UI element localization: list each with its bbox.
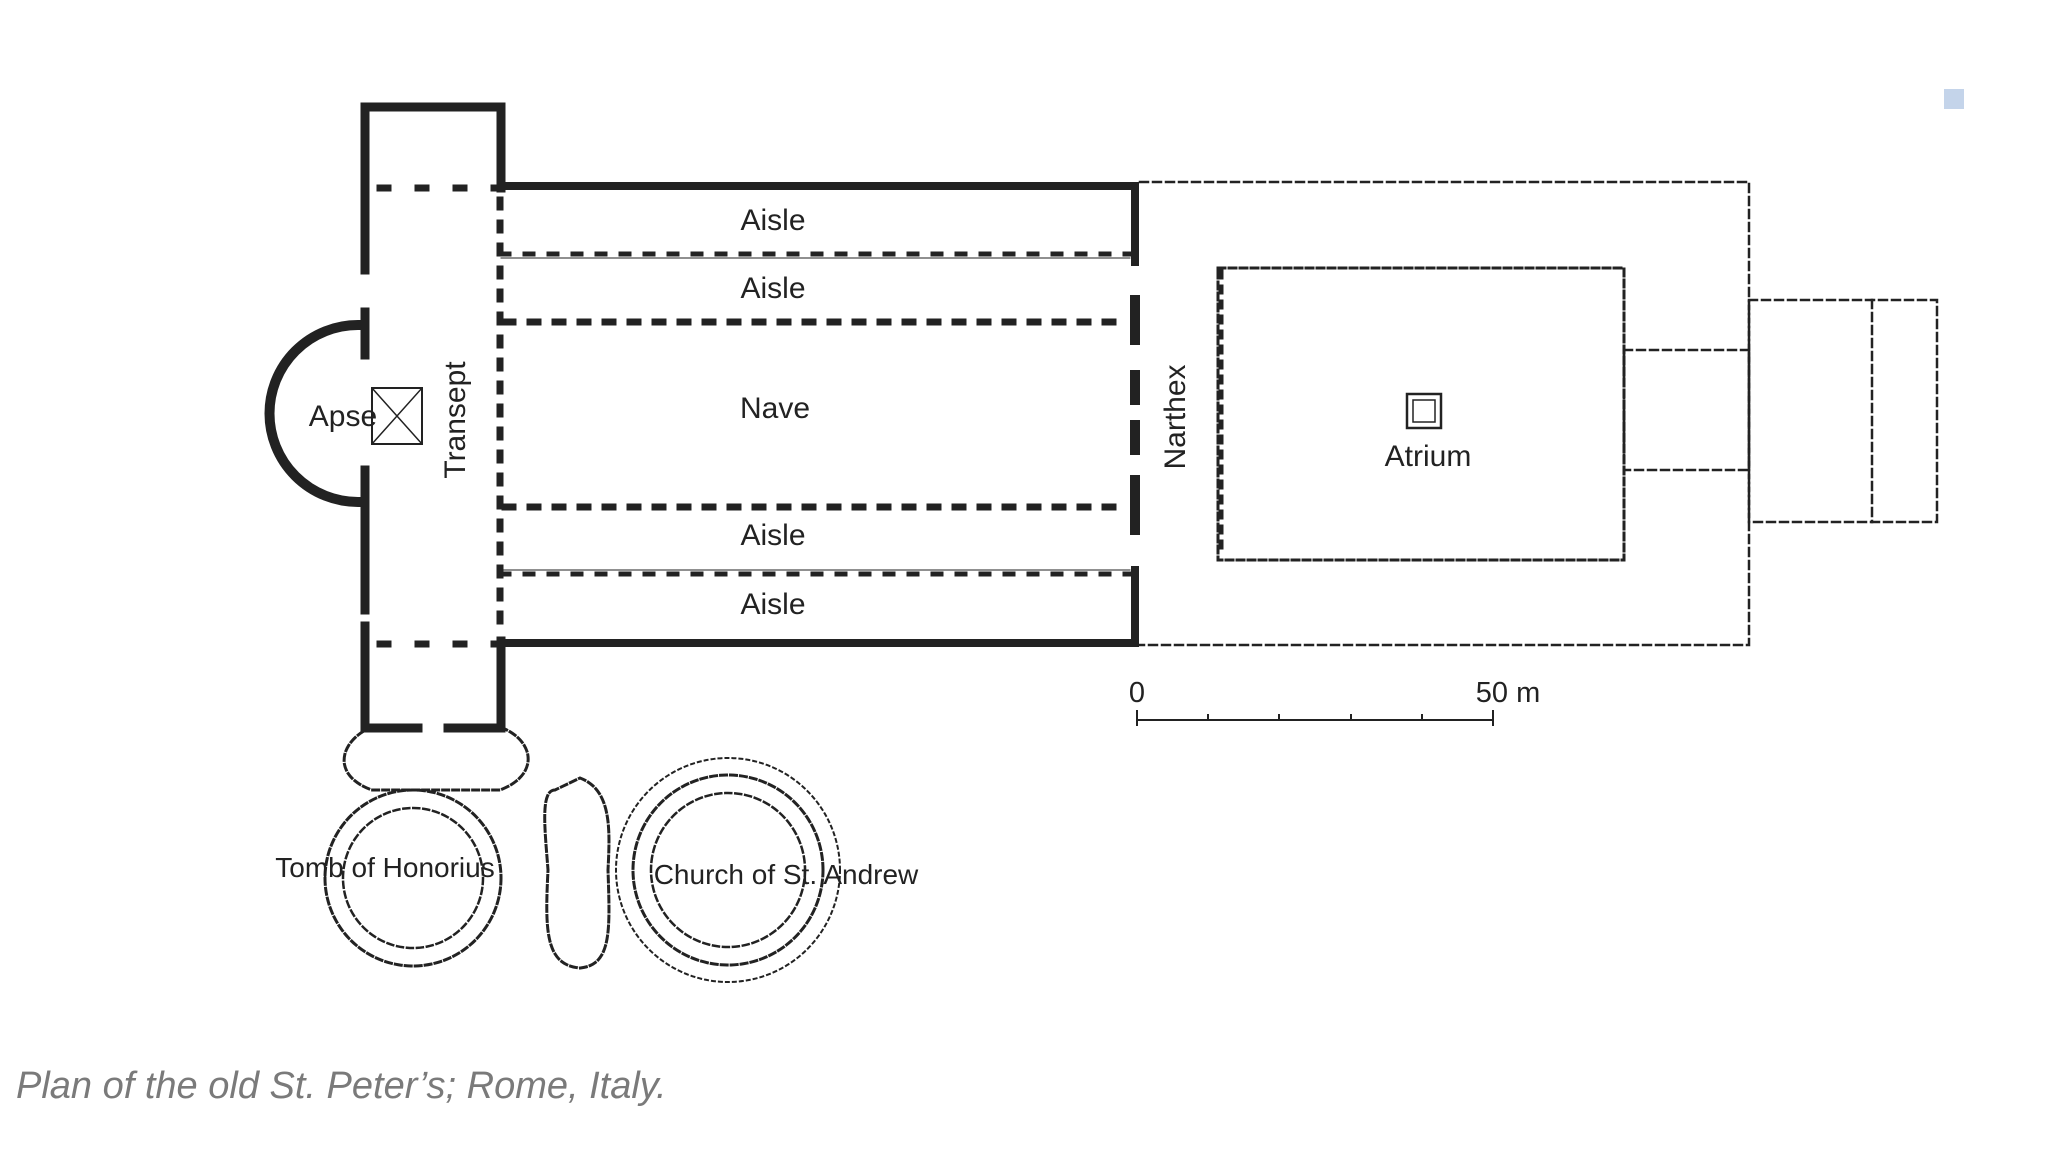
- church-of-st-andrew: [615, 757, 841, 983]
- label-apse: Apse: [309, 400, 377, 433]
- scale-bar: [1136, 710, 1494, 726]
- fountain: [1405, 392, 1443, 430]
- figure-caption: Plan of the old St. Peter’s; Rome, Italy…: [16, 1065, 667, 1107]
- atrium-enclosure: [1138, 180, 1751, 647]
- label-narthex: Narthex: [1159, 364, 1192, 469]
- entrance-court: [1747, 298, 1939, 524]
- label-tomb-of-honorius: Tomb of Honorius: [275, 852, 494, 883]
- atrium-court: [1216, 266, 1626, 562]
- label-atrium: Atrium: [1385, 440, 1472, 473]
- gatehouse: [1622, 348, 1751, 472]
- nave-walls: [497, 182, 1139, 266]
- apse-wall: [264, 319, 364, 508]
- corner-mark: [1944, 89, 1964, 109]
- honorius-annex: [342, 725, 530, 792]
- label-church-of-st-andrew: Church of St. Andrew: [654, 859, 919, 890]
- label-aisle-1: Aisle: [740, 204, 805, 237]
- scale-label-start: 0: [1129, 677, 1145, 709]
- connecting-hall: [543, 776, 611, 970]
- altar: [371, 387, 423, 445]
- label-aisle-3: Aisle: [740, 519, 805, 552]
- tomb-of-honorius: [323, 788, 503, 968]
- label-aisle-2: Aisle: [740, 272, 805, 305]
- label-nave: Nave: [740, 392, 810, 425]
- scale-label-end: 50 m: [1476, 677, 1540, 709]
- label-aisle-4: Aisle: [740, 588, 805, 621]
- label-transept: Transept: [439, 361, 472, 479]
- transept-walls: [360, 102, 506, 275]
